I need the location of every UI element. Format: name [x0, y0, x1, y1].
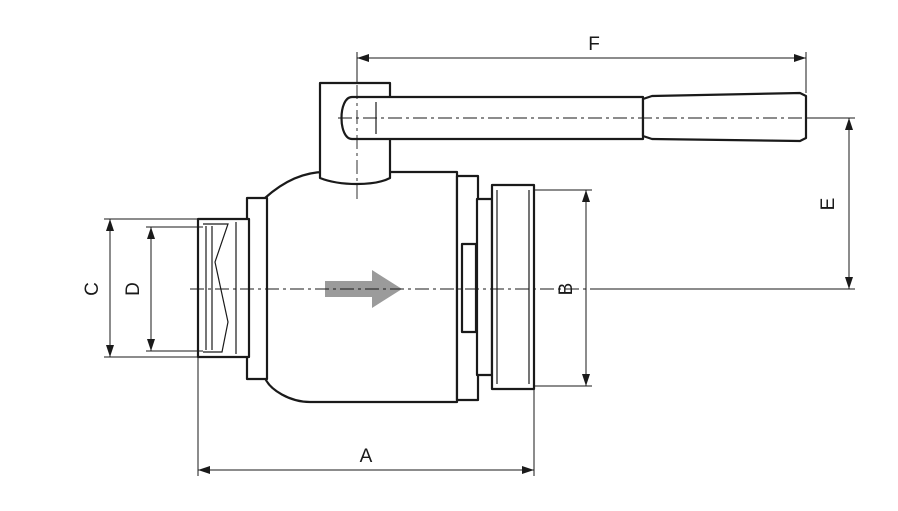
dimension-label-d: D — [123, 282, 144, 296]
stem-and-handle — [318, 81, 808, 186]
dimension-lines — [106, 54, 853, 474]
dimension-label-c: C — [82, 282, 103, 296]
dimension-label-b: B — [556, 283, 577, 296]
dimension-label-f: F — [588, 34, 600, 55]
extension-lines — [104, 52, 855, 476]
dimension-label-e: E — [818, 198, 839, 211]
outlet-nut — [460, 183, 536, 391]
flow-direction-arrow — [325, 270, 402, 308]
inlet-thread — [196, 217, 251, 359]
center-lines — [190, 60, 812, 290]
dimension-label-a: A — [360, 446, 373, 467]
